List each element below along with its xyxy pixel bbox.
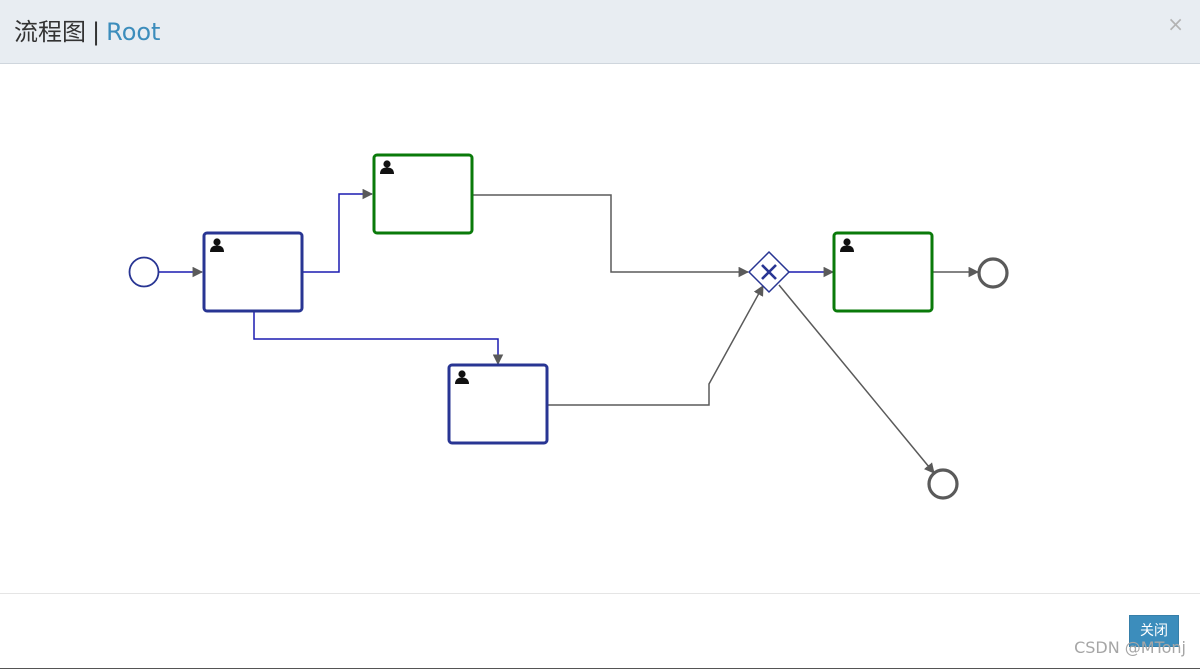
start-event[interactable] bbox=[128, 256, 160, 288]
flow-task2-to-gateway bbox=[473, 194, 750, 278]
watermark: CSDN @MTonj bbox=[1074, 638, 1186, 657]
process-diagram-svg bbox=[128, 153, 1009, 500]
title-text: 流程图 bbox=[14, 18, 86, 46]
modal-footer: 关闭 CSDN @MTonj bbox=[0, 593, 1200, 669]
user-task-3[interactable] bbox=[447, 363, 549, 445]
exclusive-gateway[interactable] bbox=[747, 250, 791, 294]
title-separator: | bbox=[92, 18, 101, 46]
modal-title: 流程图|Root bbox=[14, 16, 160, 48]
user-task-2[interactable] bbox=[372, 153, 474, 235]
flow-task1-to-task3 bbox=[253, 312, 504, 366]
flow-gateway-to-end2 bbox=[778, 284, 935, 474]
end-event-1[interactable] bbox=[977, 257, 1009, 289]
user-task-4[interactable] bbox=[832, 231, 934, 313]
process-diagram bbox=[0, 64, 1200, 593]
close-icon[interactable]: × bbox=[1167, 12, 1184, 36]
gateway-x-icon bbox=[761, 264, 777, 280]
flow-task3-to-gateway bbox=[548, 285, 764, 406]
user-task-1[interactable] bbox=[202, 231, 304, 313]
modal-header: 流程图|Root × bbox=[0, 0, 1200, 64]
close-button[interactable]: 关闭 bbox=[1129, 615, 1179, 647]
end-event-2[interactable] bbox=[927, 468, 959, 500]
process-name: Root bbox=[106, 18, 161, 46]
flow-task1-to-task2 bbox=[303, 188, 374, 273]
